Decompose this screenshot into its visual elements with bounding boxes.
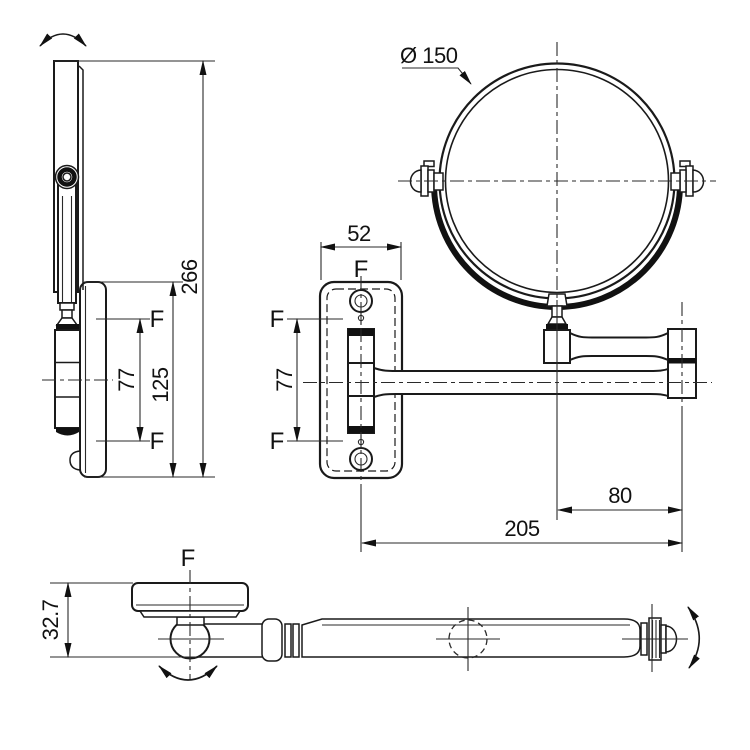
- holder-arm-side: [57, 184, 77, 304]
- dim-fixing-spacing-side: 77: [114, 368, 139, 392]
- dim-total-height: 266: [177, 259, 202, 294]
- hinge-ring: [57, 167, 77, 187]
- upper-arm-top-edge: [569, 332, 669, 339]
- cylinder-cap: [56, 428, 79, 436]
- pivot-dome: [409, 169, 422, 193]
- coupling-ring: [292, 623, 300, 658]
- lower-arm-top-edge: [373, 367, 672, 372]
- dim-fixing-spacing-front: 77: [272, 368, 297, 392]
- hinge-cap-bottom: [348, 426, 374, 433]
- pivot-cylinder-side: [54, 329, 81, 429]
- lower-arm-bottom-edge: [373, 393, 672, 398]
- upper-arm-fill: [570, 333, 668, 360]
- rotation-arrow-icon: [39, 33, 87, 47]
- rotation-arrow-icon: [687, 606, 700, 669]
- fixing-label: F: [270, 428, 285, 455]
- fixing-label: F: [354, 256, 369, 283]
- pivot-tab: [679, 160, 691, 168]
- diameter-leader-line: [402, 67, 472, 85]
- coupling-ring: [284, 623, 292, 658]
- mirror-back-face: [78, 65, 84, 290]
- fixing-label: F: [270, 306, 285, 333]
- mirror-pivot-right: [670, 160, 705, 197]
- stem-connector: [59, 302, 75, 311]
- stem-flare: [55, 317, 79, 326]
- fixing-label: F: [150, 428, 165, 455]
- dim-plate-width: 52: [347, 221, 371, 246]
- rotation-arrow-icon: [158, 665, 218, 681]
- coupling-capsule: [261, 618, 283, 662]
- arm-main-top: [301, 618, 641, 658]
- pivot-dome: [692, 169, 705, 193]
- side-view: 266 125 77 F F: [39, 33, 215, 478]
- dim-mirror-diameter: Ø 150: [400, 43, 458, 68]
- hinge-pin: [62, 172, 72, 182]
- pivot-tab: [423, 160, 435, 168]
- top-view: F 32.7: [38, 545, 700, 681]
- mirror-pivot-left: [409, 160, 444, 197]
- upper-arm-bottom-edge: [569, 355, 669, 361]
- dim-arm-extension: 80: [608, 483, 632, 508]
- dim-base-depth: 32.7: [38, 599, 63, 640]
- dim-arm-reach: 205: [504, 516, 539, 541]
- stem: [61, 309, 73, 319]
- dim-plate-height: 125: [148, 367, 173, 402]
- fixing-label: F: [150, 306, 165, 333]
- stem-band: [56, 324, 79, 330]
- fixing-label: F: [181, 545, 196, 572]
- bottom-knob-side: [69, 450, 81, 471]
- front-view: 52 F Ø 150 77 F F 80 205: [270, 42, 716, 552]
